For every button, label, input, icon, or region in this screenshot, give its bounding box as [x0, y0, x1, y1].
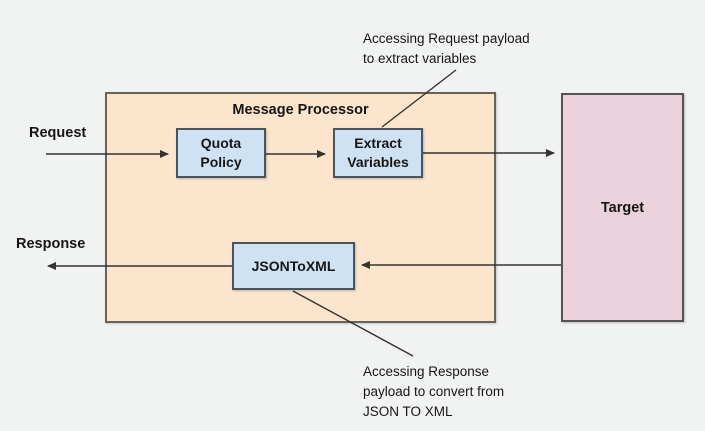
annotation-request-payload: Accessing Request payload to extract var… — [363, 31, 530, 66]
json-to-xml-node: JSONToXML — [232, 242, 355, 290]
json-to-xml-label: JSONToXML — [251, 257, 336, 274]
response-label: Response — [16, 236, 86, 252]
target-node: Target — [561, 93, 684, 322]
extract-variables-node: Extract Variables — [333, 128, 423, 178]
target-label: Target — [600, 199, 645, 216]
request-label: Request — [29, 125, 87, 141]
quota-policy-label: Quota Policy — [200, 135, 242, 170]
message-processor-title: Message Processor — [232, 102, 369, 118]
quota-policy-node: Quota Policy — [176, 128, 266, 178]
extract-variables-label: Extract Variables — [347, 135, 409, 170]
annotation-response-payload: Accessing Response payload to convert fr… — [363, 364, 505, 419]
